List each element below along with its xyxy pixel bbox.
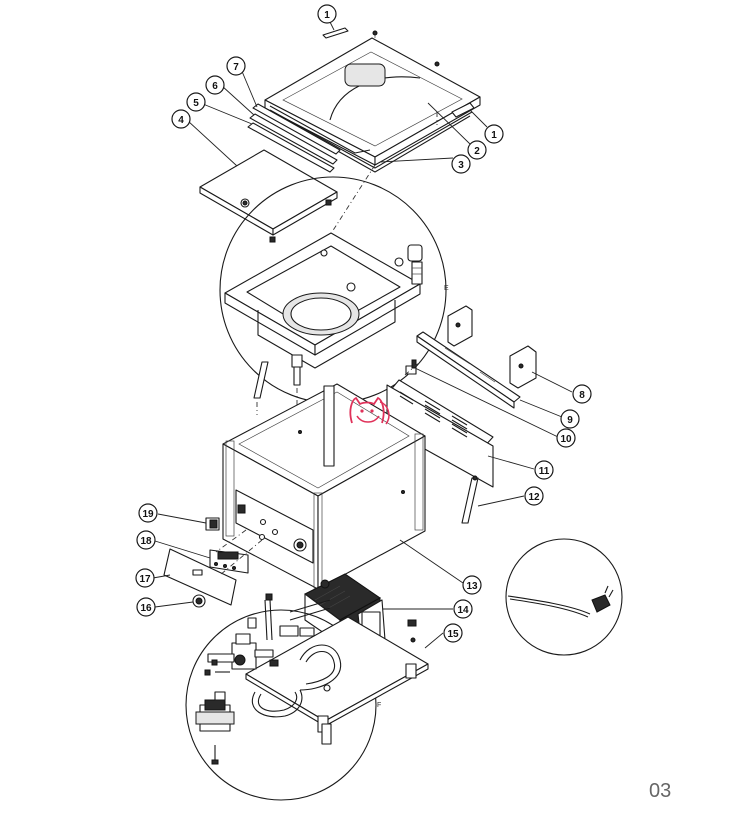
- callout-label: 18: [140, 536, 152, 547]
- callout-c18: 18: [136, 530, 156, 550]
- callout-c2: 2: [467, 140, 487, 160]
- callout-c8: 8: [572, 384, 592, 404]
- callout-label: 19: [142, 509, 154, 520]
- knob-16: [192, 594, 206, 608]
- callout-c9: 9: [560, 409, 580, 429]
- transformer: [195, 691, 235, 765]
- lid-assembly: [264, 27, 481, 173]
- callout-label: 13: [466, 581, 478, 592]
- callout-label: 3: [458, 160, 464, 171]
- sealing-strips: [247, 103, 341, 173]
- callout-label: 1: [324, 10, 330, 21]
- callout-label: 9: [567, 415, 573, 426]
- front-plate-17: [163, 548, 237, 606]
- callout-c6: 6: [205, 75, 225, 95]
- callout-label: 12: [528, 492, 540, 503]
- callout-label: 8: [579, 390, 585, 401]
- rocker-switch-19: [205, 517, 220, 531]
- page-number: 03: [649, 780, 672, 802]
- mounting-bar-9: [416, 331, 521, 409]
- callout-label: 5: [193, 98, 199, 109]
- detail-circle-cord: [505, 538, 623, 656]
- callout-c13: 13: [462, 575, 482, 595]
- callout-c5: 5: [186, 92, 206, 112]
- callout-c11: 11: [534, 460, 554, 480]
- housing-13: [222, 383, 426, 590]
- callout-c10: 10: [556, 428, 576, 448]
- callout-c15: 15: [443, 623, 463, 643]
- vacuum-chamber: [224, 232, 421, 369]
- callout-c12: 12: [524, 486, 544, 506]
- callout-label: 4: [178, 115, 184, 126]
- leader-lines: [152, 19, 573, 649]
- chamber-fittings: [253, 244, 423, 420]
- callout-label: 17: [139, 574, 151, 585]
- callout-c16: 16: [136, 597, 156, 617]
- detail-label-f: F: [377, 702, 381, 709]
- control-board-18: [209, 549, 249, 574]
- detail-label-e: E: [444, 285, 449, 292]
- callout-label: 10: [560, 434, 572, 445]
- gas-strut-12: [461, 475, 479, 524]
- callout-c7: 7: [226, 56, 246, 76]
- callout-label: 2: [474, 146, 480, 157]
- callout-label: 11: [539, 466, 550, 477]
- detail-circle-f: [185, 609, 377, 801]
- power-cord: [507, 585, 614, 618]
- callout-label: 15: [447, 629, 459, 640]
- callout-c19: 19: [138, 503, 158, 523]
- callout-c14: 14: [453, 599, 473, 619]
- callout-label: 14: [457, 605, 469, 616]
- callout-c1b: 1: [484, 124, 504, 144]
- callout-label: 7: [233, 62, 239, 73]
- callout-c4: 4: [171, 109, 191, 129]
- callout-c3: 3: [451, 154, 471, 174]
- callout-c1a: 1: [317, 4, 337, 24]
- callout-label: 6: [212, 81, 218, 92]
- callout-label: 1: [491, 130, 497, 141]
- callout-label: 16: [140, 603, 152, 614]
- cat-logo-icon: [349, 396, 390, 425]
- callout-c17: 17: [135, 568, 155, 588]
- valve-block: [204, 633, 274, 676]
- base-plate-15: [245, 616, 429, 745]
- bracket-8: [447, 305, 537, 389]
- vacuum-hoses: [247, 593, 342, 718]
- switch-10: [405, 359, 417, 375]
